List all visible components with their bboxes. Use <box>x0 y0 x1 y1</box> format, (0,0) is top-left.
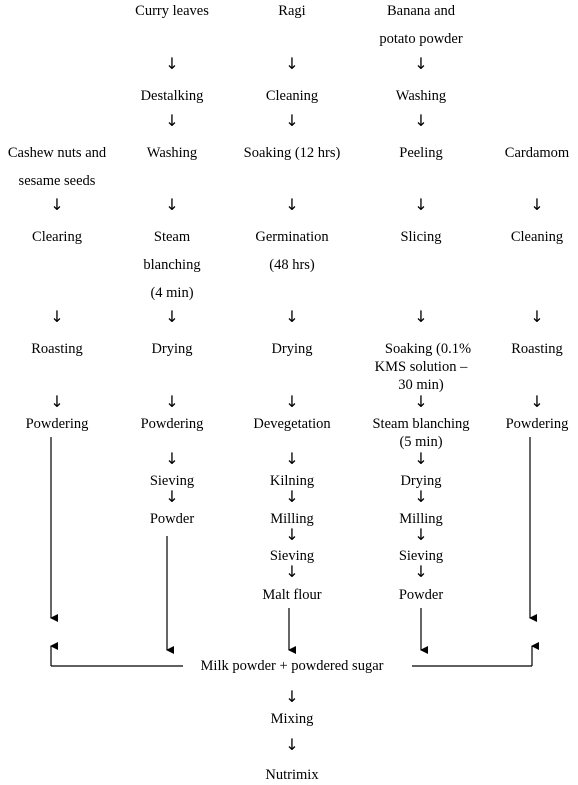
merge-step-nutrimix: Nutrimix <box>265 767 319 783</box>
curry-step-washing: Washing <box>146 145 198 161</box>
ragi-step-malt-flour: Malt flour <box>262 587 322 603</box>
cashew-step-powdering: Powdering <box>25 416 89 432</box>
curry-step-powder: Powder <box>149 511 195 527</box>
banana-step-slicing: Slicing <box>400 229 442 245</box>
ragi-step-cleaning: Cleaning <box>265 88 319 104</box>
cashew-arrow-3: ↓ <box>50 392 64 411</box>
curry-arrow-4: ↓ <box>165 307 179 326</box>
cashew-arrow-1: ↓ <box>50 195 64 214</box>
cashew-arrow-2: ↓ <box>50 307 64 326</box>
banana-step-soaking-line2: KMS solution – <box>374 359 468 375</box>
cardamom-title: Cardamom <box>504 145 570 161</box>
banana-step-drying: Drying <box>400 473 442 489</box>
ragi-step-drying: Drying <box>271 341 313 357</box>
banana-arrow-3: ↓ <box>414 195 428 214</box>
banana-title-line1: Banana and <box>386 3 456 19</box>
banana-step-steam-blanching: Steam blanching <box>372 416 470 432</box>
banana-step-soaking-line3: 30 min) <box>398 377 444 393</box>
curry-step-4min: (4 min) <box>150 285 194 301</box>
banana-arrow-4: ↓ <box>414 307 428 326</box>
ragi-arrow-5: ↓ <box>285 392 299 411</box>
ragi-arrow-1: ↓ <box>285 54 299 73</box>
ragi-arrow-7: ↓ <box>285 487 299 506</box>
banana-arrow-7: ↓ <box>414 487 428 506</box>
curry-step-drying: Drying <box>151 341 193 357</box>
ragi-title: Ragi <box>278 3 306 19</box>
curry-arrow-5: ↓ <box>165 392 179 411</box>
cardamom-arrow-2: ↓ <box>530 307 544 326</box>
curry-arrow-6: ↓ <box>165 449 179 468</box>
ragi-step-devegetation: Devegetation <box>253 416 331 432</box>
ragi-step-soaking: Soaking (12 hrs) <box>243 145 341 161</box>
ragi-arrow-6: ↓ <box>285 449 299 468</box>
banana-arrow-5: ↓ <box>414 392 428 411</box>
ragi-arrow-3: ↓ <box>285 195 299 214</box>
banana-arrow-8: ↓ <box>414 525 428 544</box>
cashew-title-line1: Cashew nuts and <box>7 145 107 161</box>
ragi-step-germination: Germination <box>255 229 329 245</box>
banana-step-powder: Powder <box>398 587 444 603</box>
ragi-arrow-9: ↓ <box>285 562 299 581</box>
cashew-step-roasting: Roasting <box>31 341 83 357</box>
banana-step-sieving: Sieving <box>398 548 444 564</box>
banana-step-5min: (5 min) <box>399 434 443 450</box>
banana-step-milling: Milling <box>399 511 443 527</box>
banana-arrow-1: ↓ <box>414 54 428 73</box>
curry-step-blanching: blanching <box>143 257 201 273</box>
banana-step-washing: Washing <box>395 88 447 104</box>
ragi-arrow-8: ↓ <box>285 525 299 544</box>
merge-step-mixing: Mixing <box>270 711 314 727</box>
curry-step-powdering: Powdering <box>140 416 204 432</box>
ragi-step-kilning: Kilning <box>269 473 315 489</box>
curry-arrow-7: ↓ <box>165 487 179 506</box>
cashew-title-line2: sesame seeds <box>18 173 96 189</box>
curry-arrow-3: ↓ <box>165 195 179 214</box>
ragi-arrow-2: ↓ <box>285 111 299 130</box>
curry-title: Curry leaves <box>135 3 209 19</box>
cardamom-step-cleaning: Cleaning <box>510 229 564 245</box>
cardamom-step-powdering: Powdering <box>505 416 569 432</box>
ragi-step-milling: Milling <box>270 511 314 527</box>
ragi-step-48hrs: (48 hrs) <box>269 257 315 273</box>
banana-arrow-6: ↓ <box>414 449 428 468</box>
curry-arrow-1: ↓ <box>165 54 179 73</box>
banana-arrow-9: ↓ <box>414 562 428 581</box>
cashew-step-clearing: Clearing <box>32 229 82 245</box>
merge-label: Milk powder + powdered sugar <box>200 658 384 674</box>
cardamom-arrow-3: ↓ <box>530 392 544 411</box>
banana-arrow-2: ↓ <box>414 111 428 130</box>
banana-title-line2: potato powder <box>379 31 463 47</box>
merge-arrow-1: ↓ <box>285 687 299 706</box>
merge-arrow-2: ↓ <box>285 735 299 754</box>
banana-step-soaking-line1: Soaking (0.1% <box>384 341 472 357</box>
ragi-arrow-4: ↓ <box>285 307 299 326</box>
curry-step-steam: Steam <box>153 229 191 245</box>
curry-step-sieving: Sieving <box>149 473 195 489</box>
banana-step-peeling: Peeling <box>399 145 443 161</box>
curry-arrow-2: ↓ <box>165 111 179 130</box>
cardamom-step-roasting: Roasting <box>511 341 563 357</box>
curry-step-destalking: Destalking <box>140 88 204 104</box>
cardamom-arrow-1: ↓ <box>530 195 544 214</box>
ragi-step-sieving: Sieving <box>269 548 315 564</box>
